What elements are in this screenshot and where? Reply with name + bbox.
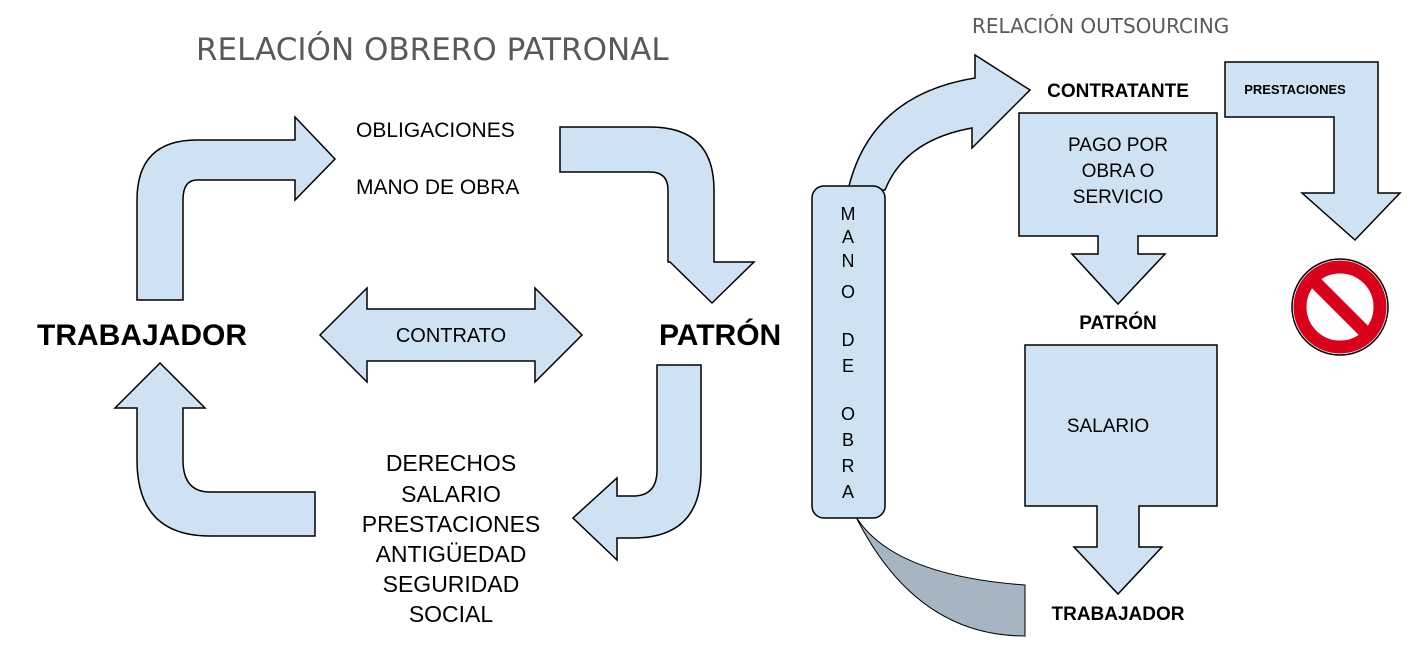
payment-text: PAGO POR OBRA O SERVICIO xyxy=(1068,135,1168,208)
band-labor-to-worker xyxy=(854,514,1026,637)
labor-letter: O xyxy=(841,282,855,302)
worker-label: TRABAJADOR xyxy=(37,319,247,352)
arrow-labor-to-contractor xyxy=(847,53,1032,191)
payment-line: OBRA O xyxy=(1082,161,1155,182)
salary-label: SALARIO xyxy=(1067,416,1149,437)
labor-letter: N xyxy=(842,251,855,271)
rights-item: SALARIO xyxy=(401,481,501,507)
labor-letter: A xyxy=(842,227,854,247)
rights-item: ANTIGÜEDAD xyxy=(376,541,527,567)
rights-item: SOCIAL xyxy=(409,601,494,627)
labor-letter: B xyxy=(842,430,854,450)
contract-label: CONTRATO xyxy=(396,325,506,347)
right-worker-label: TRABAJADOR xyxy=(1052,604,1185,625)
labor-label: MANO DE OBRA xyxy=(356,176,519,199)
payment-line: SERVICIO xyxy=(1073,187,1163,208)
labor-letter: R xyxy=(842,456,855,476)
obligations-label: OBLIGACIONES xyxy=(356,119,515,142)
labor-letter: O xyxy=(841,404,855,424)
arrow-payment xyxy=(1018,112,1218,306)
labor-letter: E xyxy=(842,356,854,376)
benefits-label: PRESTACIONES xyxy=(1244,82,1346,97)
labor-box xyxy=(811,185,886,519)
rights-list: DERECHOS SALARIO PRESTACIONES ANTIGÜEDAD… xyxy=(362,450,541,627)
labor-letter: D xyxy=(842,330,855,350)
employer-label: PATRÓN xyxy=(659,318,781,352)
labor-vertical-text: M A N O D E O B R A xyxy=(841,204,856,502)
rights-item: PRESTACIONES xyxy=(362,511,541,537)
rights-item: DERECHOS xyxy=(386,450,516,476)
labor-letter: A xyxy=(842,482,854,502)
arrow-contract xyxy=(318,286,584,384)
right-title: RELACIÓN OUTSOURCING xyxy=(972,14,1229,38)
labor-letter: M xyxy=(841,204,856,224)
left-title: RELACIÓN OBRERO PATRONAL xyxy=(196,31,669,68)
arrow-salary xyxy=(1024,344,1218,596)
contractor-label: CONTRATANTE xyxy=(1047,81,1189,102)
arrow-labor-to-employer xyxy=(559,126,756,305)
arrow-worker-to-obligations xyxy=(136,115,337,301)
rights-item: SEGURIDAD xyxy=(383,571,520,597)
arrow-employer-to-rights xyxy=(571,364,702,562)
right-employer-label: PATRÓN xyxy=(1079,312,1156,334)
payment-line: PAGO POR xyxy=(1068,135,1168,156)
arrow-benefits xyxy=(1224,61,1402,242)
prohibited-icon xyxy=(1291,258,1389,356)
arrow-rights-to-worker xyxy=(113,361,316,537)
